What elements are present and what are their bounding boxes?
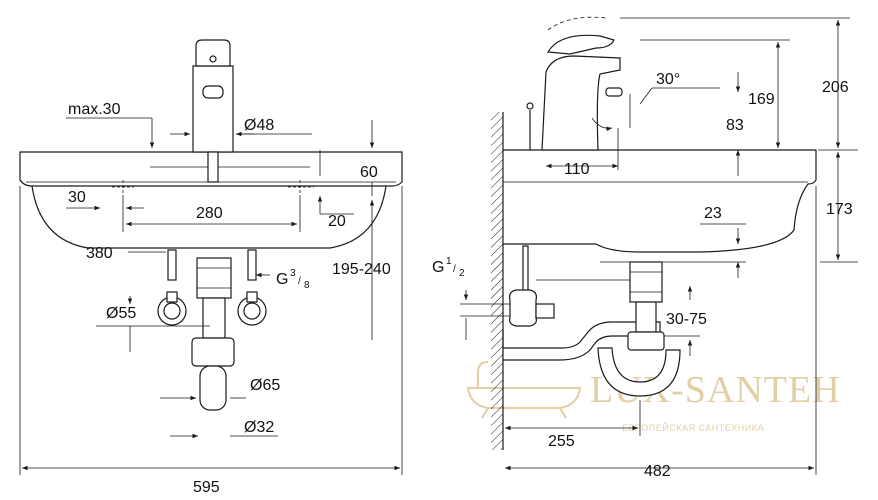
side-faucet <box>526 16 623 151</box>
watermark: LUX-SANTEH ЕВРОПЕЙСКАЯ САНТЕХНИКА <box>466 361 840 433</box>
dim-280: 280 <box>196 205 223 222</box>
front-angle-valves <box>157 291 267 326</box>
side-dim-g-fraction-num: 1 <box>446 256 452 267</box>
side-dim-g-fraction-slash: / <box>453 264 456 275</box>
dim-diameter55: Ø55 <box>106 305 136 322</box>
side-dimensions <box>460 17 858 475</box>
dim-g-label: G <box>276 271 288 288</box>
side-dim-g-label: G <box>432 259 444 276</box>
dim-30: 30 <box>68 189 86 206</box>
watermark-tagline: ЕВРОПЕЙСКАЯ САНТЕХНИКА <box>622 422 764 433</box>
dim-206: 206 <box>822 79 849 96</box>
dim-g-fraction-den: 8 <box>304 280 310 291</box>
side-view: 206 30° 169 83 110 173 23 G 1 / 2 30-75 … <box>432 16 858 480</box>
side-wall <box>491 112 504 450</box>
front-tap-holes <box>112 180 314 196</box>
dim-255: 255 <box>548 433 575 450</box>
dim-diameter48: Ø48 <box>244 117 274 134</box>
front-dimensions <box>19 117 403 475</box>
dim-g-thread-3-8: G 3 / 8 <box>276 268 310 291</box>
side-dim-g-fraction-den: 2 <box>459 268 465 279</box>
dim-20: 20 <box>328 213 346 230</box>
front-view: max.30 Ø48 60 30 280 20 380 195-240 G 3 … <box>19 39 403 496</box>
dim-595: 595 <box>193 479 220 496</box>
dim-169: 169 <box>748 91 775 108</box>
dim-195-240: 195-240 <box>332 261 391 278</box>
front-supply-hoses <box>167 249 257 281</box>
dim-83: 83 <box>726 117 744 134</box>
watermark-bathtub-logo <box>466 361 582 419</box>
dim-diameter32: Ø32 <box>244 419 274 436</box>
side-basin <box>503 149 817 263</box>
dim-30-75: 30-75 <box>666 311 707 328</box>
dim-max30: max.30 <box>68 101 121 118</box>
dim-g-fraction-num: 3 <box>290 268 296 279</box>
dim-g-thread-1-2: G 1 / 2 <box>432 256 465 279</box>
dim-diameter65: Ø65 <box>250 377 280 394</box>
front-trap <box>191 257 235 411</box>
dim-23: 23 <box>704 205 722 222</box>
front-faucet <box>192 39 234 183</box>
dim-30deg: 30° <box>656 71 680 88</box>
dim-110: 110 <box>564 161 590 178</box>
dim-60: 60 <box>360 164 378 181</box>
side-pipework <box>502 245 681 397</box>
dim-173: 173 <box>826 201 853 218</box>
dim-380: 380 <box>86 245 113 262</box>
dim-g-fraction-slash: / <box>298 276 301 287</box>
dim-482: 482 <box>644 463 671 480</box>
